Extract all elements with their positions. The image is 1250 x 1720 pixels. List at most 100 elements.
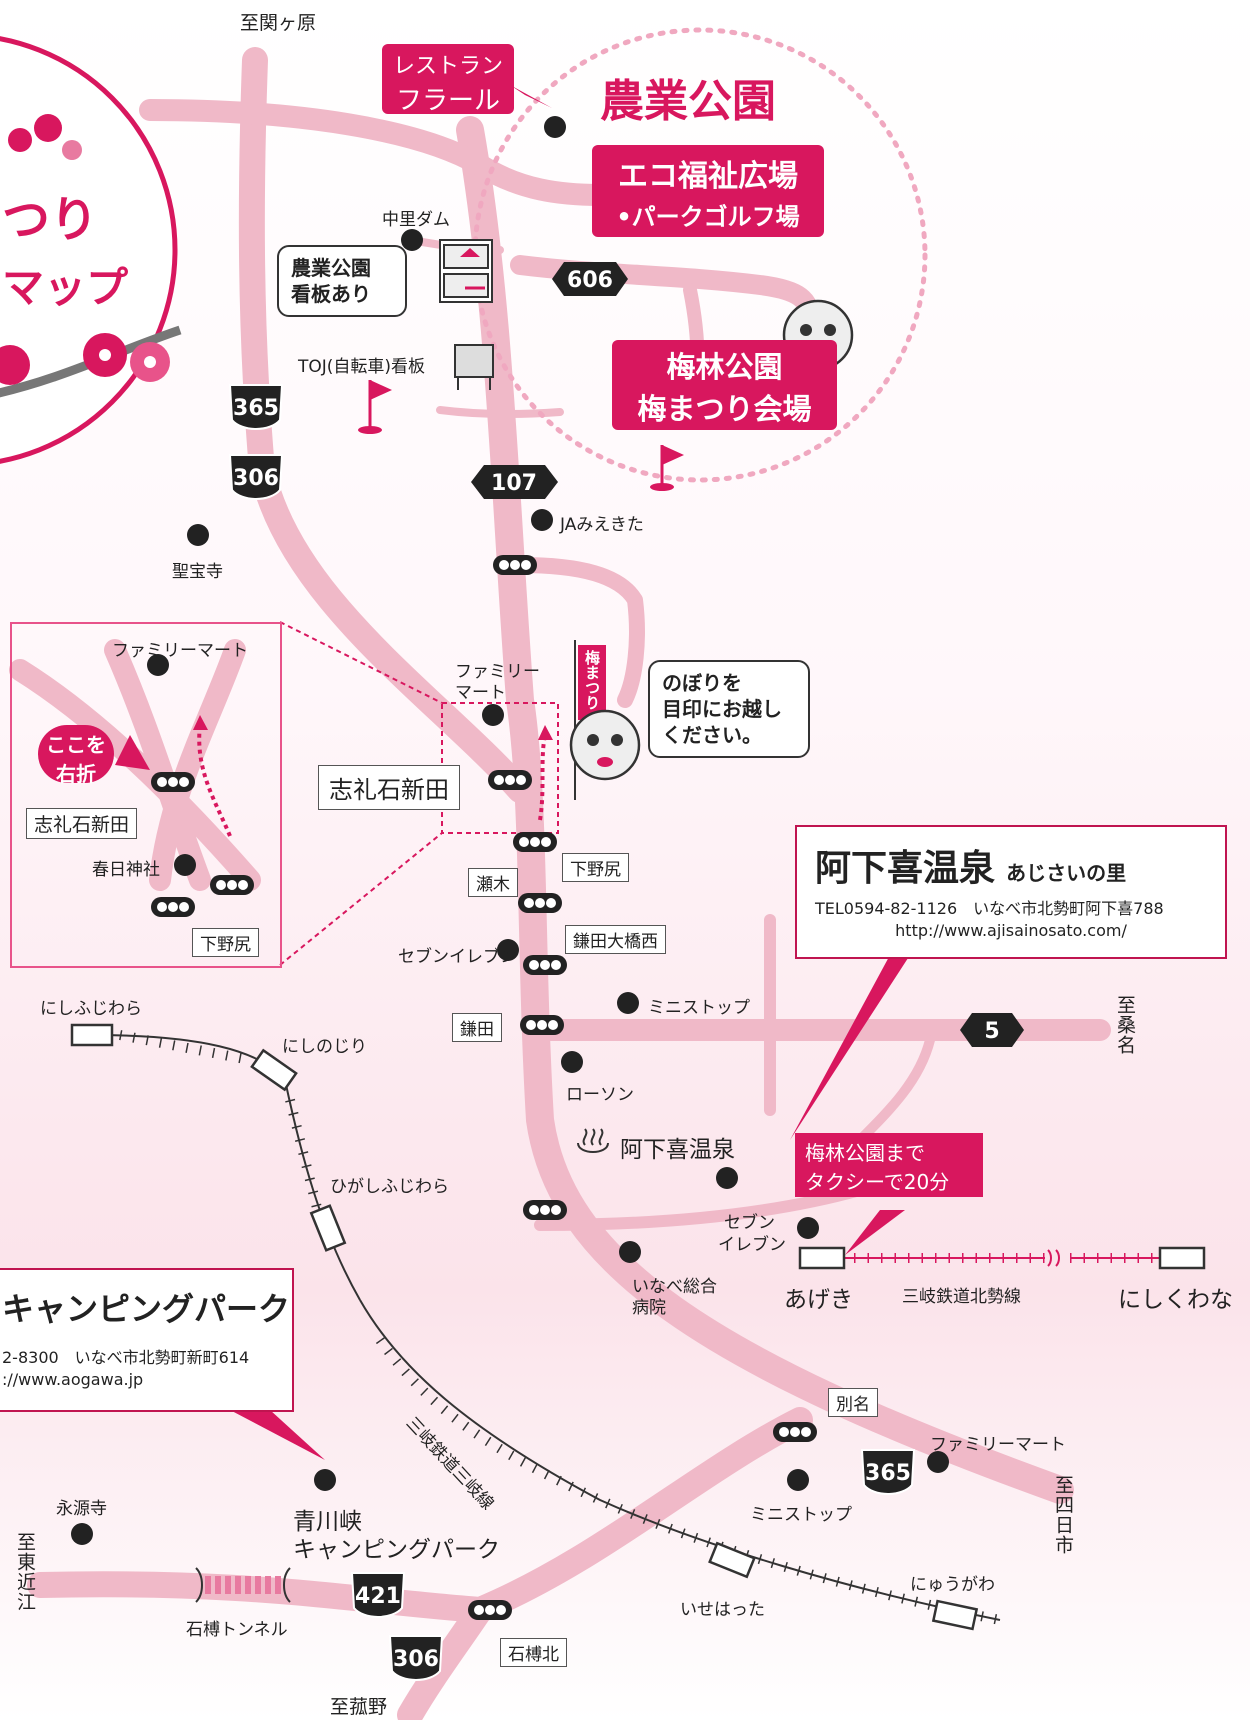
label-familymart-3: ファミリーマート [930, 1435, 1066, 1455]
station-nyugawa: にゅうがわ [910, 1575, 995, 1595]
intersection-shiraishi: 志礼石新田 [318, 765, 460, 810]
road-ja-east [512, 557, 645, 708]
camping-info-box: キャンピングパーク 2-8300 いなべ市北勢町新町614 ://www.aog… [0, 1268, 294, 1412]
banner-bubble: のぼりを 目印にお越し ください。 [648, 660, 810, 758]
dot-familymart [482, 704, 504, 726]
dot-ja [531, 509, 553, 531]
label-familymart-b: マート [455, 683, 506, 703]
label-tunnel: 石榑トンネル [186, 1620, 288, 1640]
dot-shohoji [187, 524, 209, 546]
event-title-line2: マップ [2, 263, 129, 312]
dot-nakazato [401, 229, 423, 251]
route-5-label: 5 [984, 1019, 999, 1044]
agri-park-title: 農業公園 [600, 76, 776, 127]
onsen-info-name: 阿下喜温泉 [815, 847, 996, 889]
station-nishifujiwara-marker [70, 1023, 114, 1047]
onsen-info-url[interactable]: http://www.ajisainosato.com/ [895, 921, 1127, 940]
nobori-banner [574, 640, 606, 800]
label-shohoji: 聖宝寺 [172, 562, 223, 582]
event-title-badge [0, 36, 182, 464]
eco-welfare-plaza-box: エコ福祉広場 •パークゴルフ場 [592, 145, 824, 237]
route-421-label: 421 [355, 1584, 401, 1609]
station-higashifujiwara-marker [309, 1204, 347, 1252]
label-aogawa-a: 青川峡 [293, 1509, 362, 1535]
eco-welfare-plaza-label: エコ福祉広場 [618, 159, 798, 194]
road-onsen-south [534, 1184, 866, 1231]
route-306-badge-south: 306 [388, 1635, 444, 1681]
mascot-umechan-2 [569, 709, 641, 781]
dest-west: 至東近江 [14, 1532, 36, 1612]
onsen-info-tel: TEL0594-82-1126 いなべ市北勢町阿下喜788 [815, 899, 1164, 918]
label-hospital-a: いなべ総合 [632, 1277, 717, 1297]
road-east-curve [855, 1035, 935, 1145]
dot-seven-2 [797, 1217, 819, 1239]
inset-turn-right-badge: ここを 右折 [38, 725, 114, 786]
route-365-badge-north: 365 [228, 384, 284, 430]
station-nishinojiri: にしのじり [282, 1037, 367, 1057]
taxi-line1: 梅林公園まで [805, 1141, 925, 1165]
label-ministop: ミニストップ [648, 998, 750, 1018]
inset-familymart: ファミリーマート [112, 641, 248, 661]
station-isehatta-marker [708, 1541, 756, 1579]
camping-info-name: キャンピングパーク [2, 1290, 291, 1328]
route-5-badge: 5 [960, 1013, 1024, 1047]
hot-spring-icon [577, 1128, 609, 1153]
station-ageki: あげき [784, 1287, 853, 1313]
inset-shiraishi: 志礼石新田 [26, 808, 138, 839]
label-nakazato-dam: 中里ダム [382, 210, 450, 230]
inset-turn-line1: ここを [46, 733, 106, 757]
dot-ministop-2 [787, 1469, 809, 1491]
camping-info-tel: 2-8300 いなべ市北勢町新町614 [2, 1348, 250, 1367]
route-arrows [197, 724, 547, 837]
dot-familymart-3 [927, 1451, 949, 1473]
taxi-note: 梅林公園まで タクシーで20分 [795, 1133, 983, 1197]
restaurant-line2: フラール [395, 86, 500, 116]
dest-southeast: 至四日市 [1052, 1475, 1074, 1555]
dest-south: 至菰野 [330, 1696, 388, 1718]
callout-pointers [115, 85, 910, 1460]
intersection-ishigure-kita: 石榑北 [500, 1638, 567, 1667]
intersection-betsumei: 別名 [828, 1388, 878, 1417]
restaurant-tag: レストラン フラール [382, 44, 514, 116]
route-606-label: 606 [567, 268, 613, 293]
label-seven-b: イレブン [718, 1235, 786, 1255]
route-107-label: 107 [491, 471, 537, 496]
label-ageki-onsen: 阿下喜温泉 [620, 1137, 735, 1163]
station-nishikuwana-marker [1158, 1246, 1206, 1270]
onsen-info-box: 阿下喜温泉 あじさいの里 TEL0594-82-1126 いなべ市北勢町阿下喜7… [795, 825, 1227, 959]
label-seven-eleven: セブンイレブン [398, 947, 517, 967]
label-hospital-b: 病院 [632, 1298, 666, 1318]
label-seven-a: セブン [724, 1213, 775, 1233]
signboards [439, 239, 494, 390]
intersection-seki: 瀬木 [468, 868, 518, 897]
station-isehatta: いせはった [680, 1600, 765, 1620]
dot-inset-familymart [147, 654, 169, 676]
traffic-lights [151, 555, 817, 1620]
dot-kasuga [174, 854, 196, 876]
route-421-badge: 421 [350, 1572, 406, 1618]
road-306-south [397, 1597, 493, 1720]
event-title-line1: つり [2, 192, 99, 248]
camping-info-url[interactable]: ://www.aogawa.jp [2, 1370, 144, 1389]
road-small-1 [436, 406, 564, 419]
golf-flags [358, 380, 684, 491]
dot-seven-eleven [497, 939, 519, 961]
rail-sangi [359, 1299, 1001, 1625]
park-golf-label: •パークゴルフ場 [616, 203, 800, 231]
label-familymart: ファミリー [455, 662, 540, 682]
station-markers [70, 1023, 1206, 1631]
route-306-label: 306 [233, 466, 279, 491]
intersection-kamada: 鎌田 [452, 1013, 502, 1042]
landmark-dots [71, 116, 949, 1545]
inset-shimonojiri: 下野尻 [192, 928, 259, 957]
onsen-info-heading: 阿下喜温泉 あじさいの里 [815, 839, 1126, 891]
route-arrowheads [193, 715, 553, 740]
route-365-label-south: 365 [865, 1461, 911, 1486]
banner-bubble-line2: 目印にお越し [662, 697, 782, 721]
dot-lawson [561, 1051, 583, 1073]
label-lawson: ローソン [566, 1085, 634, 1105]
restaurant-line1: レストラン [392, 54, 503, 79]
taxi-line2: タクシーで20分 [805, 1170, 950, 1194]
label-ministop-2: ミニストップ [750, 1505, 852, 1525]
nobori-text: 梅まつり [583, 650, 601, 710]
